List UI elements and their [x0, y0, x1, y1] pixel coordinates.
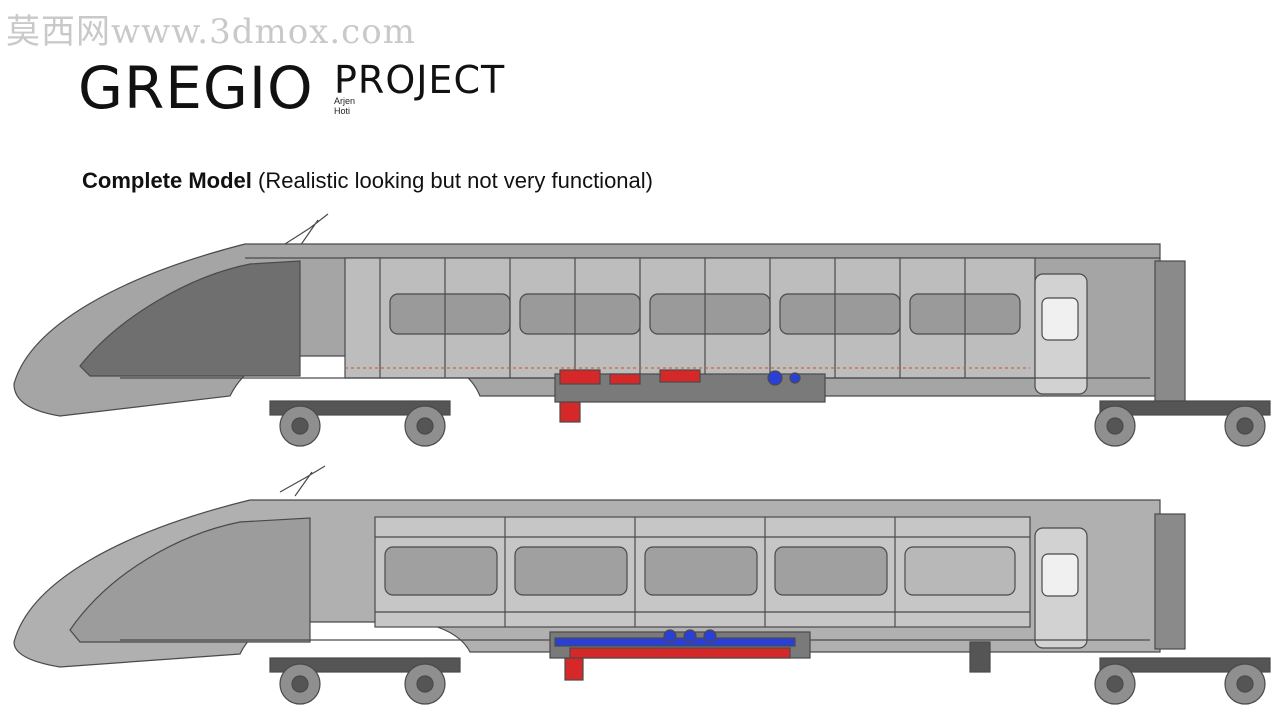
train-view-bottom — [13, 465, 1271, 705]
section-title-rest: (Realistic looking but not very function… — [251, 168, 653, 193]
logo-author: Arjen Hoti — [334, 96, 356, 116]
watermark-text: 莫西网www.3dmox.com — [6, 12, 416, 52]
section-title: Complete Model (Realistic looking but no… — [82, 168, 653, 194]
logo-main: GREGIO — [78, 54, 314, 122]
logo-suffix: PROJECT — [334, 58, 506, 102]
train-view-top — [13, 213, 1271, 447]
section-title-bold: Complete Model — [82, 168, 252, 193]
